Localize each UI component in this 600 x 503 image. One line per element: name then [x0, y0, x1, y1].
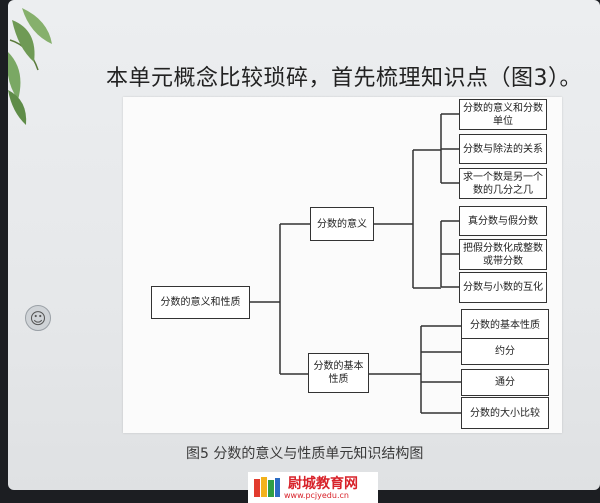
leaf-node: 约分	[461, 338, 549, 365]
slide-heading: 本单元概念比较琐碎，首先梳理知识点（图3）。	[106, 66, 582, 91]
leaf-node: 真分数与假分数	[459, 206, 547, 236]
site-url[interactable]: www.pcjyedu.cn	[284, 491, 349, 500]
smiley-icon[interactable]: ☺	[25, 305, 51, 331]
branch-node-property: 分数的基本性质	[308, 353, 369, 393]
leaf-node: 分数与小数的互化	[459, 272, 547, 303]
leaf-node: 分数与除法的关系	[459, 134, 547, 164]
root-node: 分数的意义和性质	[151, 286, 250, 319]
site-watermark: 尉城教育网 www.pcjyedu.cn	[248, 472, 378, 503]
plant-icon	[8, 8, 52, 125]
leaf-node: 分数的基本性质	[461, 309, 549, 342]
leaf-node: 分数的大小比较	[461, 397, 549, 429]
knowledge-structure-diagram: 分数的意义和性质 分数的意义 分数的基本性质 分数的意义和分数单位 分数与除法的…	[123, 97, 562, 433]
leaf-node: 分数的意义和分数单位	[459, 99, 547, 130]
leaf-node: 通分	[461, 369, 549, 396]
connector-lines	[250, 113, 461, 414]
site-name: 尉城教育网	[288, 476, 358, 492]
figure-caption: 图5 分数的意义与性质单元知识结构图	[186, 446, 424, 462]
leaf-node: 把假分数化成整数或带分数	[459, 239, 547, 270]
leaf-node: 求一个数是另一个数的几分之几	[459, 168, 547, 199]
slide-screen: 本单元概念比较琐碎，首先梳理知识点（图3）。	[8, 0, 600, 490]
branch-node-meaning: 分数的意义	[310, 207, 374, 241]
books-logo-icon	[254, 477, 280, 497]
